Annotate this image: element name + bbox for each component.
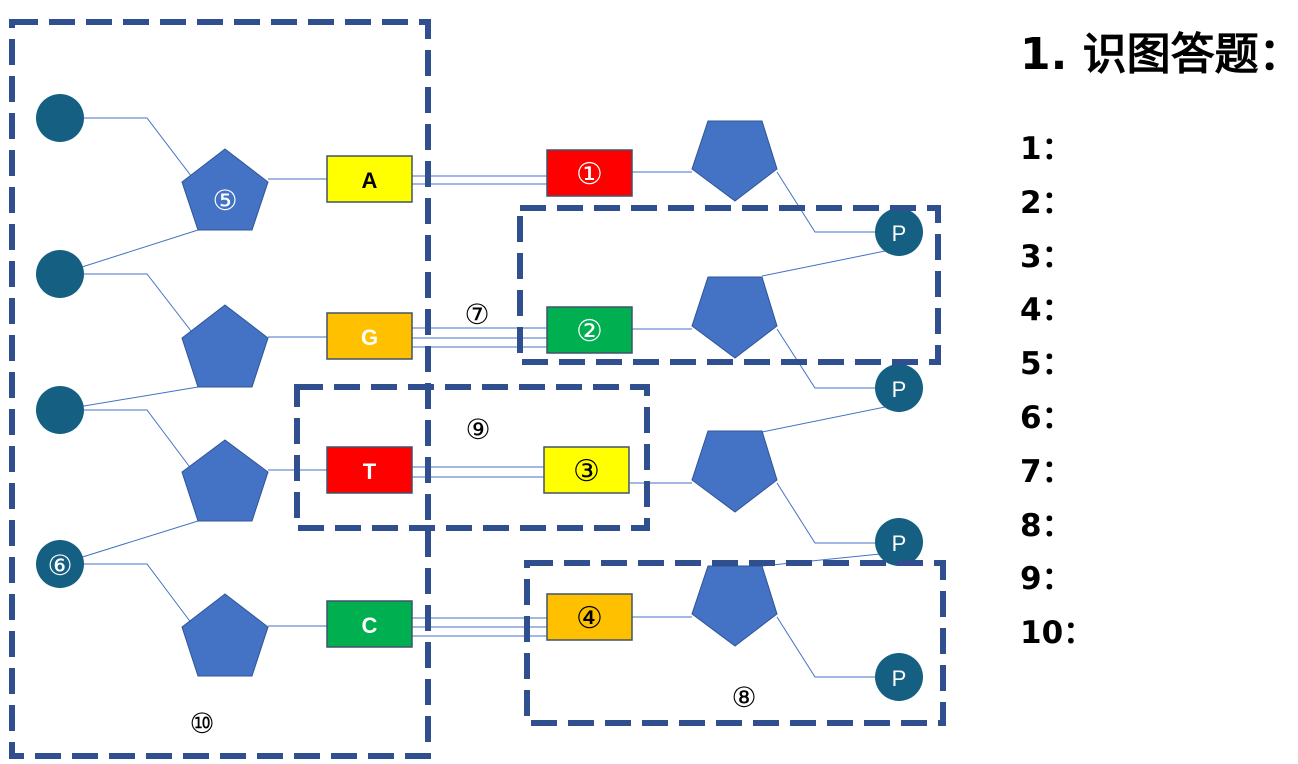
right-phosphates: P P P P	[875, 208, 923, 701]
base-box-1	[546, 149, 633, 197]
base-label: A	[362, 168, 378, 193]
bond-line	[59, 520, 199, 565]
bond-line	[776, 328, 900, 389]
answer-item: 2：	[1020, 184, 1073, 221]
bond-line	[761, 551, 901, 567]
base-box-t	[326, 446, 413, 494]
region-labels: ⑦ ⑨ ⑧ ⑩	[189, 298, 756, 740]
right-sugars	[691, 120, 778, 647]
base-label: G	[361, 325, 378, 350]
question-title: 1. 识图答题：	[1020, 29, 1298, 80]
answer-item: 6：	[1020, 399, 1073, 436]
dashed-regions	[9, 19, 946, 759]
base-label: ④	[576, 601, 603, 636]
base-box-g	[326, 312, 413, 360]
deoxyribose-pentagon	[691, 430, 778, 513]
answer-item: 10：	[1020, 615, 1095, 652]
region-label-ten: ⑩	[189, 707, 214, 740]
bond-line	[59, 229, 199, 275]
bond-line	[761, 403, 901, 433]
bond-line	[761, 247, 901, 277]
phosphate-circle	[875, 364, 923, 412]
region-label-seven: ⑦	[464, 298, 489, 331]
base-label: C	[362, 613, 378, 638]
bond-line	[776, 482, 900, 544]
bond-line	[60, 117, 199, 186]
base-label: ①	[576, 157, 603, 192]
phosphate-label: ⑥	[47, 549, 72, 582]
left-sugars: ⑤	[181, 148, 269, 677]
answer-item: 7：	[1020, 453, 1073, 490]
answer-item: 8：	[1020, 507, 1073, 544]
deoxyribose-pentagon	[691, 120, 778, 202]
region-label-nine: ⑨	[465, 413, 490, 446]
base-box-3	[543, 446, 630, 494]
base-label: ③	[573, 454, 600, 489]
right-bases: ① ② ③ ④	[543, 149, 633, 641]
phosphate-circle	[36, 386, 84, 434]
answer-item: 5：	[1020, 346, 1073, 383]
base-box-a	[326, 155, 413, 203]
phosphate-circle	[875, 208, 923, 256]
region-box-nine	[294, 384, 650, 531]
base-box-c	[326, 600, 413, 648]
phosphate-label: P	[892, 666, 907, 691]
deoxyribose-pentagon	[691, 276, 778, 359]
phosphate-label: P	[892, 377, 907, 402]
backbone-lines	[59, 117, 901, 678]
left-phosphates: ⑥	[36, 94, 84, 588]
phosphate-circle	[875, 518, 923, 566]
deoxyribose-pentagon	[691, 565, 778, 647]
region-box-eight	[524, 560, 946, 726]
sugar-label: ⑤	[212, 184, 237, 217]
phosphate-label: P	[892, 531, 907, 556]
answer-item: 3：	[1020, 238, 1073, 275]
phosphate-circle	[36, 250, 84, 298]
question-panel: 1. 识图答题： 1： 2： 3： 4： 5： 6： 7： 8： 9： 10：	[1020, 18, 1298, 672]
deoxyribose-pentagon	[181, 439, 269, 522]
bond-line	[776, 616, 900, 678]
base-box-4	[546, 593, 633, 641]
deoxyribose-pentagon	[181, 148, 269, 231]
answer-item: 9：	[1020, 561, 1073, 598]
region-box-seven	[517, 205, 941, 365]
phosphate-circle	[36, 94, 84, 142]
bond-line	[60, 563, 199, 633]
phosphate-label: P	[892, 221, 907, 246]
answer-item: 4：	[1020, 292, 1073, 329]
dna-structure-diagram: ⑥ ⑤ A G T C ① ② ③ ④	[9, 19, 946, 759]
phosphate-circle	[36, 540, 84, 588]
deoxyribose-pentagon	[181, 304, 269, 388]
region-label-eight: ⑧	[731, 681, 756, 714]
bond-line	[60, 273, 199, 341]
answer-list: 1： 2： 3： 4： 5： 6： 7： 8： 9： 10：	[1020, 134, 1295, 672]
bond-line	[776, 171, 900, 233]
base-label: T	[363, 459, 377, 484]
left-bases: A G T C	[326, 155, 413, 648]
base-box-2	[546, 306, 633, 354]
phosphate-circle	[875, 653, 923, 701]
deoxyribose-pentagon	[181, 593, 269, 677]
answer-item: 1：	[1020, 131, 1073, 167]
base-label: ②	[576, 314, 603, 349]
bond-line	[60, 409, 199, 479]
